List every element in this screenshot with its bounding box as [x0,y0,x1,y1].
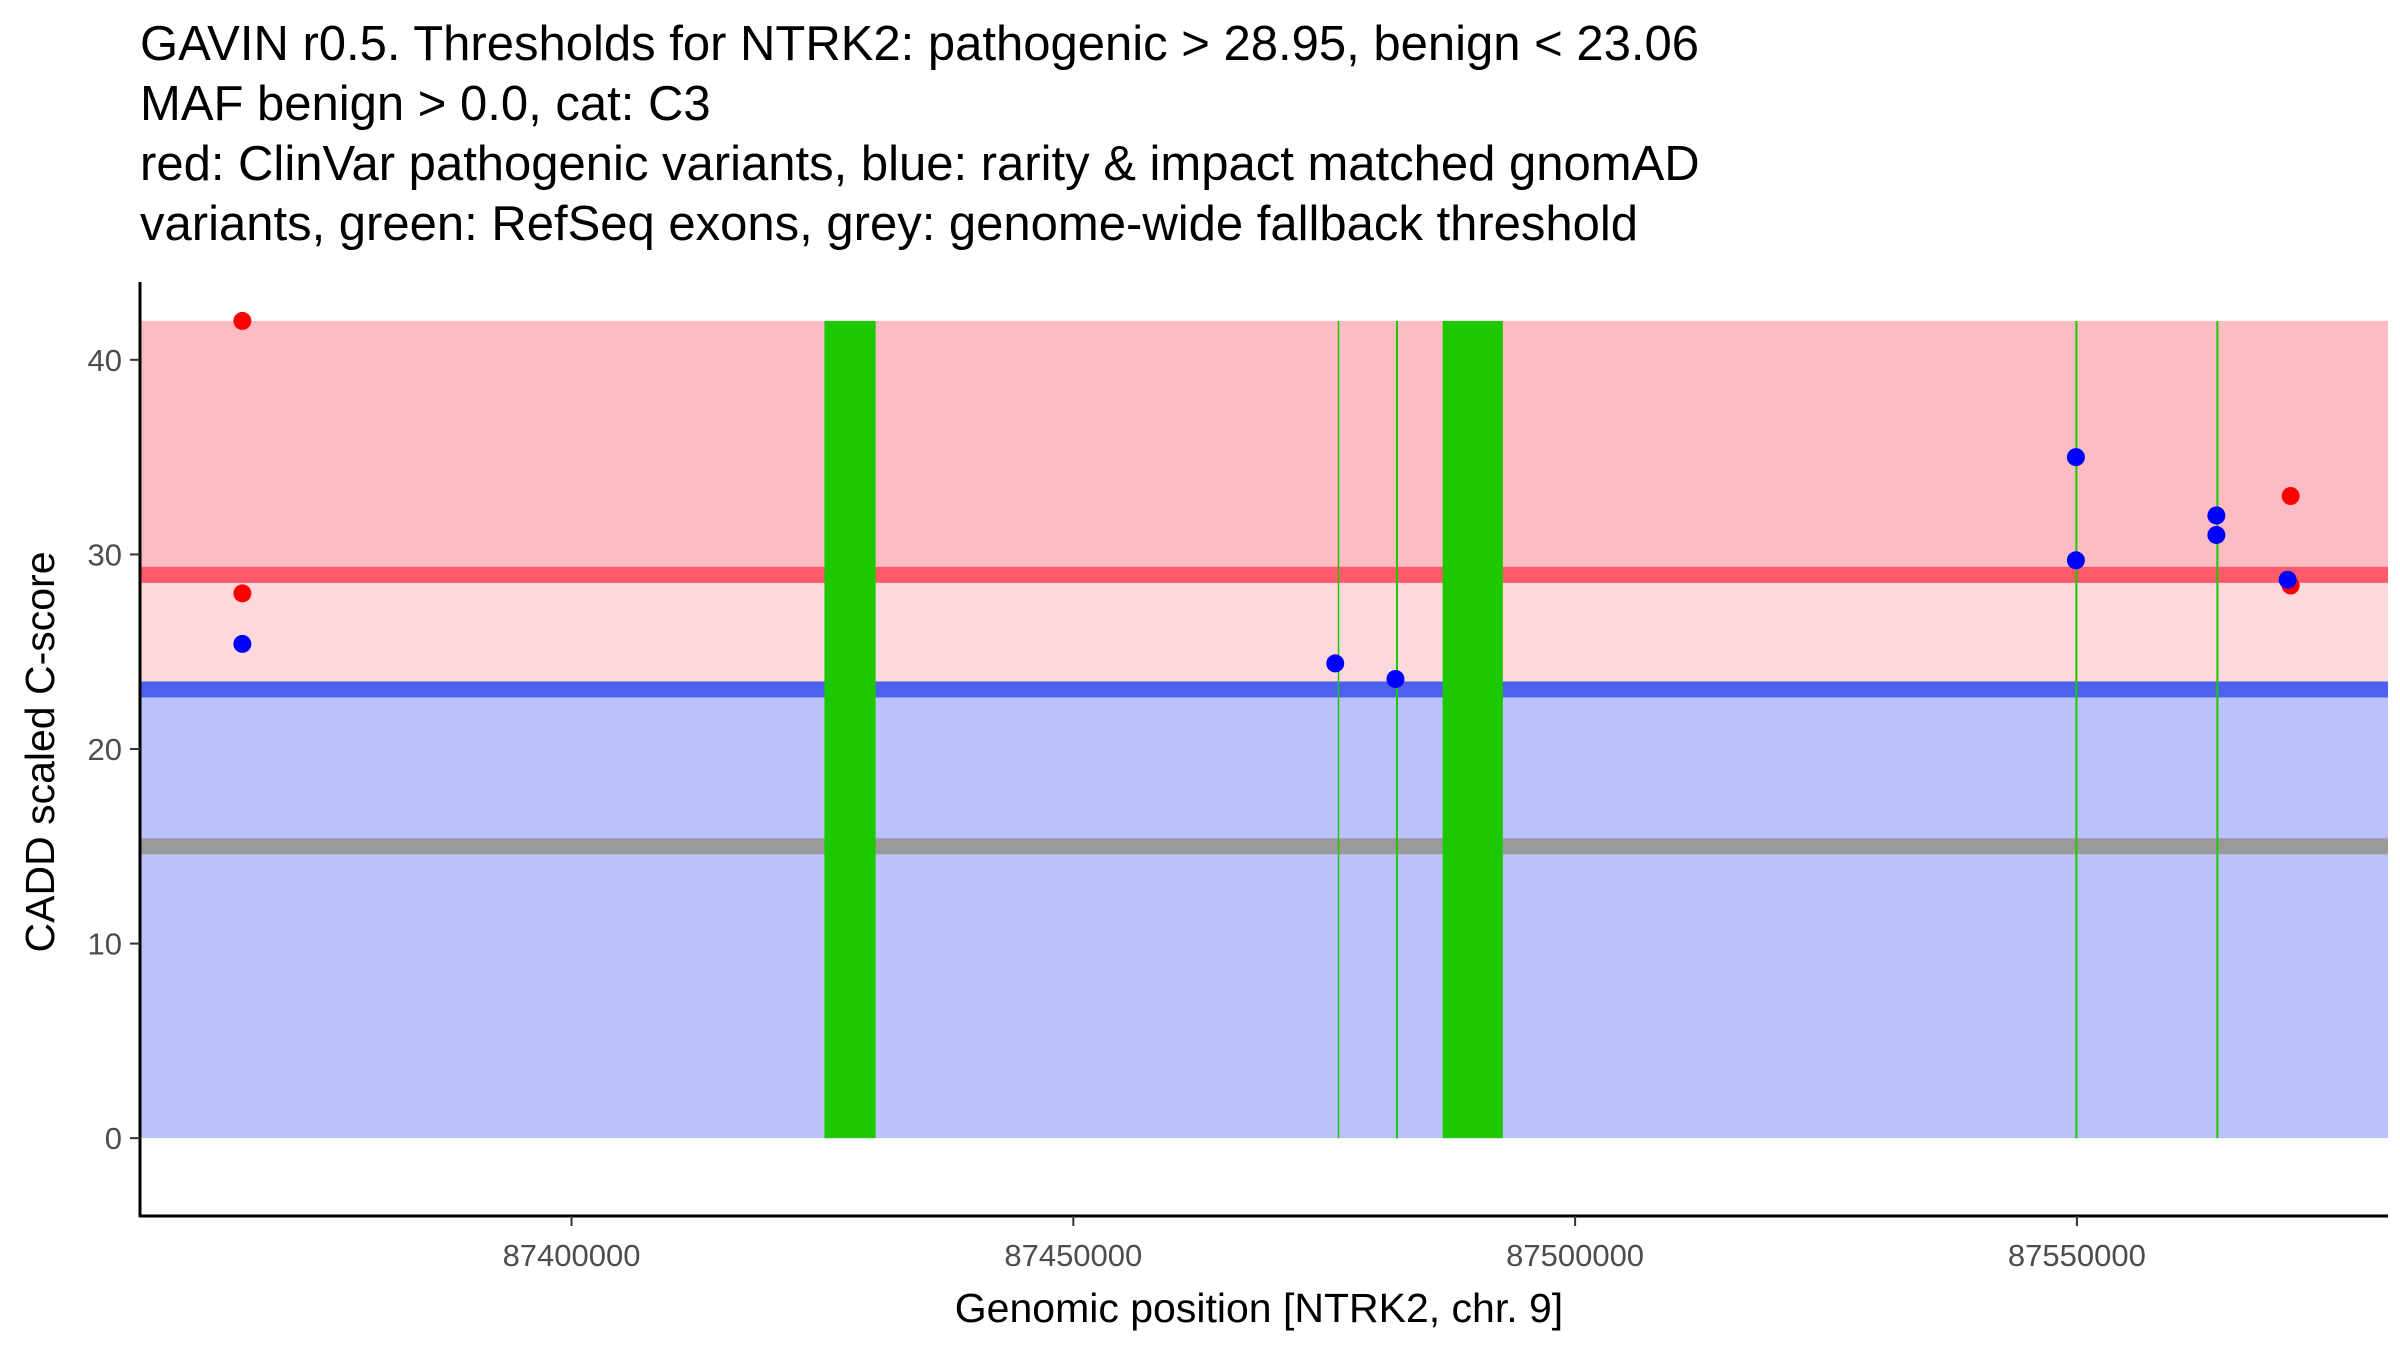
region-benign [140,689,2388,1139]
x-tick-label: 87500000 [1506,1238,1644,1273]
exon-bar [2075,320,2078,1139]
gnomad-point [2066,448,2085,467]
exon-bar [2216,320,2219,1139]
y-axis-label: CADD scaled C-score [17,552,63,953]
exon-bars [824,320,2219,1139]
gnomad-point [1386,669,1405,688]
clinvar-point [233,584,252,603]
clinvar-point [2281,487,2300,506]
gnomad-point [233,634,252,653]
title-line-1: GAVIN r0.5. Thresholds for NTRK2: pathog… [140,17,1699,71]
threshold-regions [140,320,2388,1139]
y-tick-label: 40 [88,343,122,378]
exon-bar [1442,320,1503,1139]
chart-title: GAVIN r0.5. Thresholds for NTRK2: pathog… [140,14,2360,254]
region-intermediate [140,574,2388,690]
variant-points [233,311,2300,688]
threshold-lines [140,566,2388,855]
gnomad-point [2207,506,2226,525]
exon-bar [824,320,876,1139]
title-line-4: variants, green: RefSeq exons, grey: gen… [140,197,1639,251]
exon-bar [1337,320,1340,1139]
axes: 0 10 20 30 40 87400000 87450000 87500000 8755000… [88,282,2388,1273]
region-pathogenic [140,320,2388,575]
title-line-3: red: ClinVar pathogenic variants, blue: … [140,137,1700,191]
clinvar-point [233,311,252,330]
threshold-line-benign [140,681,2388,698]
y-tick-label: 0 [105,1121,122,1156]
threshold-line-fallback [140,838,2388,855]
x-tick-label: 87450000 [1004,1238,1142,1273]
y-tick-label: 30 [88,537,122,572]
x-tick-label: 87400000 [503,1238,641,1273]
exon-bar [1395,320,1398,1139]
y-tick-label: 20 [88,732,122,767]
x-tick-label: 87550000 [2008,1238,2146,1273]
x-axis-label: Genomic position [NTRK2, chr. 9] [955,1285,1563,1331]
gnomad-point [2207,525,2226,544]
threshold-line-pathogenic [140,566,2388,583]
title-line-2: MAF benign > 0.0, cat: C3 [140,77,711,131]
y-tick-label: 10 [88,927,122,962]
gnomad-point [1326,654,1345,673]
gnomad-point [2278,570,2297,589]
gnomad-point [2066,551,2085,570]
